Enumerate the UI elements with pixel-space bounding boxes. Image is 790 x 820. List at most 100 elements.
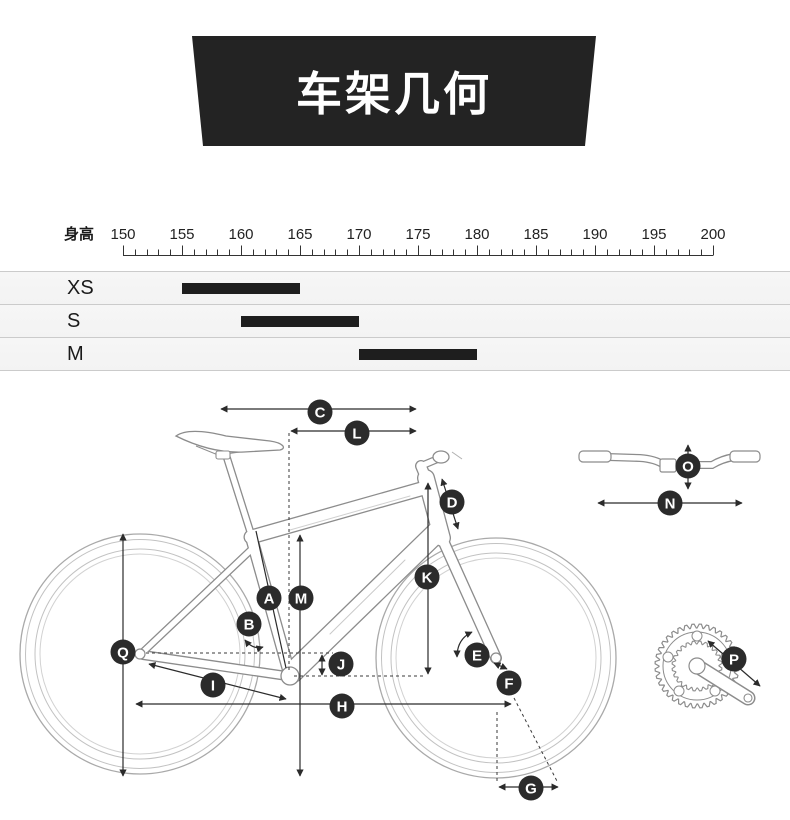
dimension-b-arc <box>244 639 264 653</box>
seat-clamp <box>215 450 231 460</box>
marker-g: G <box>518 775 544 801</box>
bike-components <box>134 430 502 686</box>
title-banner: 车架几何 <box>192 36 596 146</box>
marker-q-badge <box>110 639 136 665</box>
height-axis-label: 身高 <box>64 225 95 243</box>
dimension-p-arrow <box>707 640 761 687</box>
marker-i-label: I <box>211 678 215 695</box>
head-tube-fill <box>418 470 450 546</box>
saddle <box>174 430 284 453</box>
frame-outline <box>138 454 502 683</box>
dimension-e-arc <box>453 631 473 658</box>
dimension-f-arrow <box>493 662 508 670</box>
tick-label: 170 <box>346 226 372 243</box>
chainring-cutout <box>691 630 703 642</box>
title-banner-shape <box>192 36 596 146</box>
rear-tire-inner <box>25 539 255 769</box>
crankset <box>654 623 756 709</box>
marker-l: L <box>344 420 370 446</box>
rear-hub <box>134 648 146 660</box>
frame-fill <box>139 455 501 682</box>
front-tire-outer <box>375 537 617 779</box>
banner-background <box>192 36 596 146</box>
marker-o: O <box>675 453 701 479</box>
marker-p: P <box>721 646 747 672</box>
fork-fill <box>436 531 501 663</box>
rear-tire-outer <box>19 533 261 775</box>
size-label: XS <box>67 277 94 299</box>
tick-label: 160 <box>228 226 254 243</box>
size-label: M <box>67 343 84 365</box>
chainring-small <box>671 640 723 692</box>
down-tube <box>282 521 448 683</box>
marker-o-badge <box>675 453 701 479</box>
tick-label: 180 <box>464 226 490 243</box>
marker-q-label: Q <box>117 645 129 662</box>
marker-e: E <box>464 642 490 668</box>
page-title: 车架几何 <box>296 67 492 121</box>
size-row-s: S <box>0 304 790 337</box>
marker-i: I <box>200 672 226 698</box>
marker-b-badge <box>236 611 262 637</box>
marker-n-badge <box>657 490 683 516</box>
front-rim-inner <box>395 557 597 759</box>
marker-q: Q <box>110 639 136 665</box>
dimension-g-axis <box>513 697 559 784</box>
marker-n-label: N <box>665 496 676 513</box>
marker-m: M <box>288 585 314 611</box>
handlebar-bar-fill <box>605 454 737 468</box>
marker-c: C <box>307 399 333 425</box>
marker-h-badge <box>329 693 355 719</box>
tick-label: 175 <box>405 226 431 243</box>
chainring-cutout <box>720 651 732 663</box>
seat-tube <box>244 529 296 679</box>
marker-o-label: O <box>682 459 694 476</box>
marker-f-label: F <box>504 676 513 693</box>
marker-a-badge <box>256 585 282 611</box>
rear-wheel <box>19 533 261 775</box>
chainring-large <box>654 623 740 709</box>
handlebar <box>578 450 761 473</box>
ruler-ticks <box>123 245 714 256</box>
marker-l-label: L <box>352 426 361 443</box>
height-range-bar <box>182 282 300 294</box>
size-table: XS S M <box>0 271 790 371</box>
marker-i-badge <box>200 672 226 698</box>
left-grip <box>578 450 612 463</box>
right-grip <box>729 450 761 463</box>
size-row-m: M <box>0 337 790 371</box>
marker-b: B <box>236 611 262 637</box>
marker-k: K <box>414 564 440 590</box>
top-tube-graphic <box>289 495 411 531</box>
height-range-bar <box>241 315 359 327</box>
front-hub <box>490 652 502 664</box>
stem-fill <box>418 455 443 469</box>
bottom-bracket <box>280 666 300 686</box>
steerer-spacers-fill <box>416 461 431 483</box>
size-label: S <box>67 310 81 332</box>
tick-label: 155 <box>169 226 195 243</box>
marker-m-label: M <box>295 591 308 608</box>
marker-k-label: K <box>422 570 433 587</box>
tick-label: 190 <box>582 226 608 243</box>
marker-h: H <box>329 693 355 719</box>
handlebar-end <box>432 450 450 464</box>
marker-f: F <box>496 670 522 696</box>
marker-d-label: D <box>447 495 458 512</box>
dimension-markers: A B C D E F G <box>110 399 747 801</box>
marker-h-label: H <box>337 699 348 716</box>
marker-b-label: B <box>244 617 255 634</box>
seat-stay-fill <box>140 545 256 655</box>
crank-arm <box>689 658 756 706</box>
fork <box>435 530 502 664</box>
rear-rim-inner <box>39 553 241 755</box>
height-range-bar <box>359 348 477 360</box>
marker-n: N <box>657 490 683 516</box>
seat-stay <box>139 544 257 656</box>
marker-f-badge <box>496 670 522 696</box>
marker-d-badge <box>439 489 465 515</box>
down-tube-graphic <box>329 559 406 635</box>
marker-c-badge <box>307 399 333 425</box>
chainring-cutout <box>662 651 674 663</box>
